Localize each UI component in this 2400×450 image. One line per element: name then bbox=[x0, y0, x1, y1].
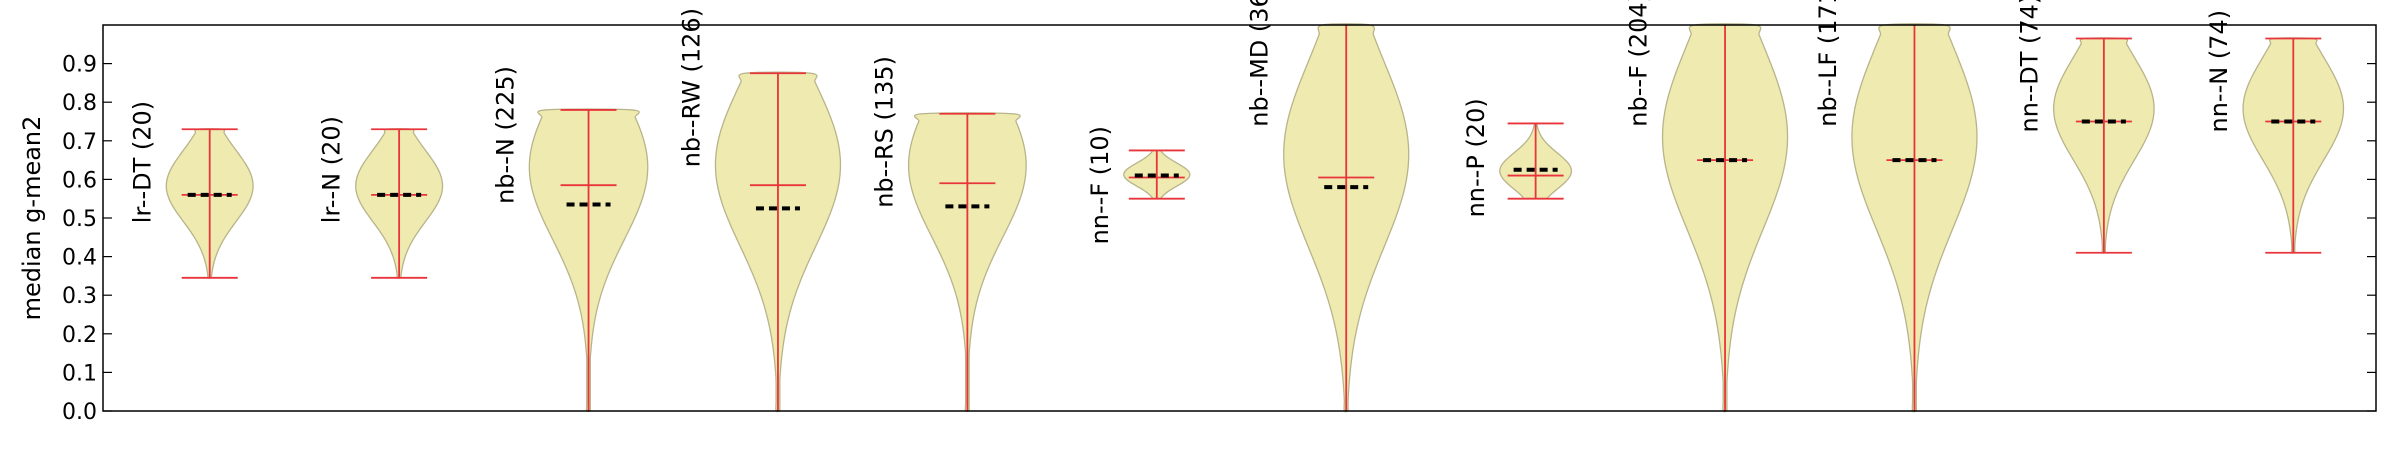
violin bbox=[1283, 23, 1410, 413]
category-label: nb--N (225) bbox=[491, 66, 519, 204]
y-tick-label: 0.7 bbox=[62, 130, 97, 155]
category-label: nn--DT (74) bbox=[2016, 0, 2044, 133]
violin bbox=[355, 128, 444, 279]
y-tick-label: 0.4 bbox=[62, 246, 97, 271]
violin bbox=[1851, 23, 1978, 413]
y-tick-label: 0.5 bbox=[62, 207, 97, 232]
category-label: nn--F (10) bbox=[1086, 126, 1114, 244]
violin bbox=[165, 128, 254, 279]
category-label: nb--LF (171) bbox=[1814, 0, 1842, 127]
violin bbox=[714, 71, 842, 413]
violin bbox=[2242, 37, 2345, 254]
y-tick-label: 0.6 bbox=[62, 168, 97, 193]
y-tick-label: 0.8 bbox=[62, 91, 97, 116]
y-axis: 0.0 0.1 0.2 0.3 0.4 0.5 0.6 0.7 0.8 0.9 bbox=[62, 53, 2376, 425]
category-labels: lr--DT (20) lr--N (20) nb--N (225) nb--RW (… bbox=[128, 0, 2233, 244]
y-tick-label: 0.0 bbox=[62, 400, 97, 425]
y-tick-label: 0.2 bbox=[62, 323, 97, 348]
violin bbox=[1123, 149, 1191, 200]
violin bbox=[907, 112, 1027, 413]
violins bbox=[165, 23, 2345, 413]
y-tick-label: 0.1 bbox=[62, 361, 97, 386]
violin bbox=[1661, 23, 1789, 413]
category-label: nb--F (204) bbox=[1625, 0, 1653, 127]
y-tick-label: 0.3 bbox=[62, 284, 97, 309]
category-label: nb--RS (135) bbox=[871, 56, 899, 208]
category-label: nn--N (74) bbox=[2205, 10, 2233, 133]
category-label: lr--DT (20) bbox=[128, 101, 156, 223]
violin bbox=[1499, 122, 1573, 200]
violin bbox=[528, 108, 649, 413]
category-label: nn--P (20) bbox=[1462, 98, 1490, 217]
y-axis-label: median g-mean2 bbox=[18, 116, 46, 321]
category-label: nb--MD (362) bbox=[1246, 0, 1274, 127]
violin bbox=[2053, 37, 2155, 254]
category-label: lr--N (20) bbox=[318, 116, 346, 223]
category-label: nb--RW (126) bbox=[678, 8, 706, 167]
y-tick-label: 0.9 bbox=[62, 53, 97, 78]
